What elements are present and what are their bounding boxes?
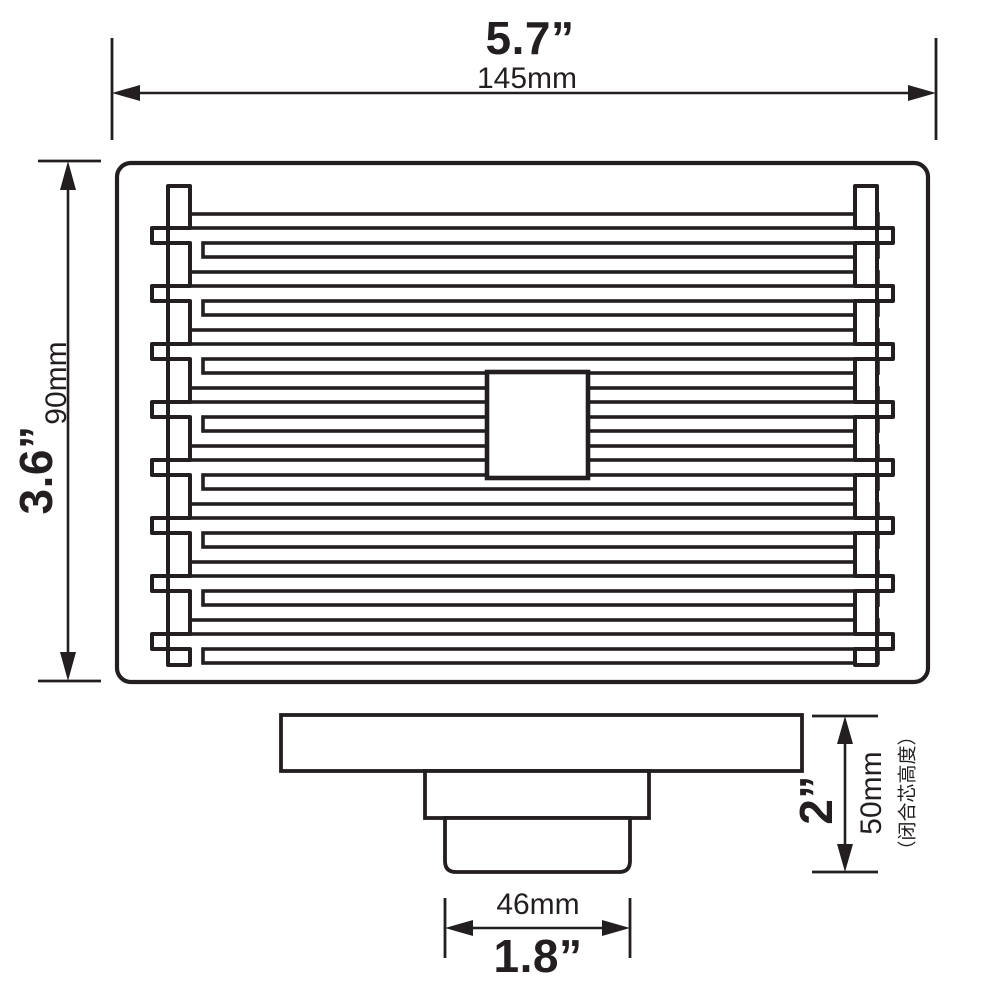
side-middle-step — [423, 769, 651, 820]
height-dimension-group — [38, 159, 101, 683]
width-arrow-right — [908, 85, 936, 101]
grate-bar — [201, 299, 880, 317]
grate-bar — [166, 328, 880, 346]
outlet-mm-label: 46mm — [496, 888, 579, 921]
width-arrow-left — [112, 85, 140, 101]
width-dimension-group — [110, 38, 938, 140]
height-arrow-top — [60, 161, 76, 190]
drain-side-profile — [279, 713, 804, 874]
depth-arrow-bottom — [837, 844, 853, 872]
grate-bar — [166, 560, 880, 578]
outlet-dimension-group — [443, 898, 632, 958]
depth-note-label: （闭合芯高度） — [897, 726, 919, 859]
width-mm-label: 145mm — [477, 62, 577, 95]
outlet-inches-label: 1.8” — [494, 930, 583, 982]
depth-arrow-top — [837, 716, 853, 744]
side-top-flange — [279, 713, 804, 773]
grate-rail-right — [853, 184, 895, 667]
grate-bar — [166, 212, 880, 230]
outlet-arrow-left — [445, 920, 473, 936]
depth-dimension-group — [812, 714, 878, 874]
grate-bar — [166, 502, 880, 520]
depth-mm-label: 50mm — [855, 751, 888, 834]
height-inches-label: 3.6” — [10, 426, 62, 515]
grate-bar — [201, 531, 880, 549]
width-inches-label: 5.7” — [486, 12, 575, 64]
depth-inches-label: 2” — [790, 775, 842, 825]
height-mm-label: 90mm — [40, 341, 73, 424]
center-outlet-hub — [484, 369, 591, 481]
grate-rail-left — [150, 184, 192, 667]
height-arrow-bottom — [60, 652, 76, 681]
grate-bar — [201, 241, 880, 259]
grate-bar — [166, 618, 880, 636]
side-outlet-pipe — [443, 816, 632, 874]
outlet-arrow-right — [602, 920, 630, 936]
grate-bar — [166, 270, 880, 288]
grate-bar — [201, 647, 880, 665]
grate-top-view — [114, 160, 931, 685]
grate-bar — [201, 589, 880, 607]
